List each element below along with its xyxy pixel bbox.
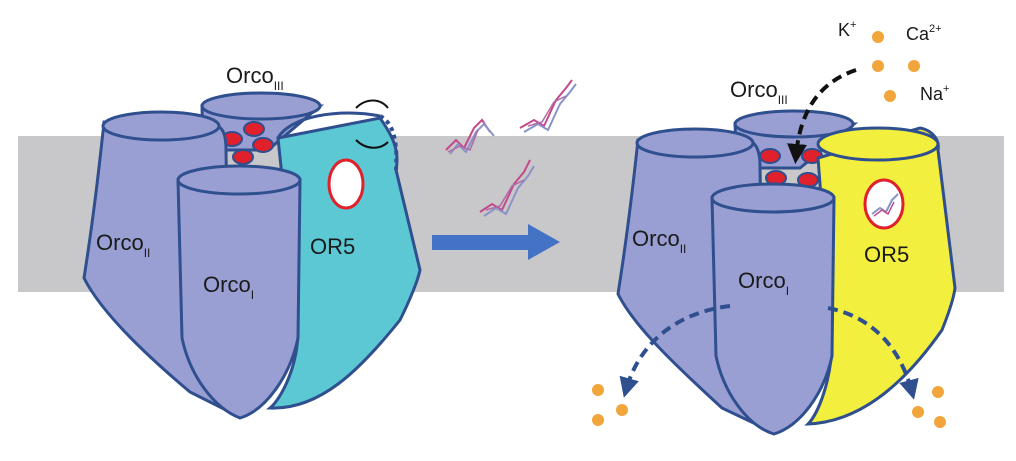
odorant-molecule-icon (479, 159, 535, 217)
bound-odorant-icon (871, 193, 899, 217)
ion-dot (872, 60, 884, 72)
empty-ligand-pocket (327, 158, 365, 210)
ion-dot (908, 60, 920, 72)
ion-dot (616, 404, 628, 416)
orco-i-top (176, 164, 302, 196)
label-ion-ca: Ca2+ (906, 23, 942, 44)
or5-top-rim (276, 111, 381, 139)
label-or5-left: OR5 (310, 234, 355, 259)
orco-i-subunit (176, 178, 302, 420)
ion-dot (912, 406, 924, 418)
orco-ii-top (101, 110, 221, 142)
odorant-molecule-icon (445, 118, 495, 155)
or5-top-open (816, 126, 940, 162)
ion-dot (872, 31, 884, 43)
orco-iii-top-open (733, 109, 855, 139)
bound-ligand-pocket (863, 178, 905, 230)
label-orco-iii-right: OrcoIII (730, 77, 788, 107)
orco-i-subunit-open (710, 196, 836, 436)
ion-dot (592, 384, 604, 396)
ion-dot (592, 414, 604, 426)
intracellular-ions (592, 384, 946, 428)
label-orco-ii-left: OrcoII (96, 230, 150, 260)
orco-i-top-open (710, 182, 836, 214)
orco-ii-top-open (635, 127, 755, 159)
or5-top-rim-dotted (378, 114, 399, 171)
label-orco-ii-right: OrcoII (632, 226, 686, 256)
curved-dashed-arrow-icon (787, 68, 857, 164)
label-orco-i-right: OrcoI (738, 268, 789, 298)
label-or5-right: OR5 (864, 242, 909, 267)
ion-dot (932, 386, 944, 398)
gate-arc-upper (355, 99, 389, 109)
arrow-right-icon (432, 224, 560, 260)
ion-labels: K+ Ca2+ Na+ (838, 19, 949, 104)
extracellular-ions (872, 31, 920, 102)
ion-dot (934, 416, 946, 428)
label-orco-i-left: OrcoI (203, 272, 254, 302)
odorant-molecule-icon (519, 79, 577, 133)
label-orco-iii-left: OrcoIII (226, 63, 284, 93)
curved-dashed-arrow-icon (619, 304, 731, 398)
gate-arc-lower (355, 139, 389, 149)
open-channel-complex: OrcoIII OrcoII OrcoI OR5 (616, 77, 957, 436)
closed-channel-complex: OrcoIII OrcoII OrcoI OR5 (82, 63, 422, 420)
ion-dot (884, 90, 896, 102)
label-ion-k: K+ (838, 19, 856, 40)
label-ion-na: Na+ (920, 83, 949, 104)
orco-iii-top (200, 91, 322, 121)
